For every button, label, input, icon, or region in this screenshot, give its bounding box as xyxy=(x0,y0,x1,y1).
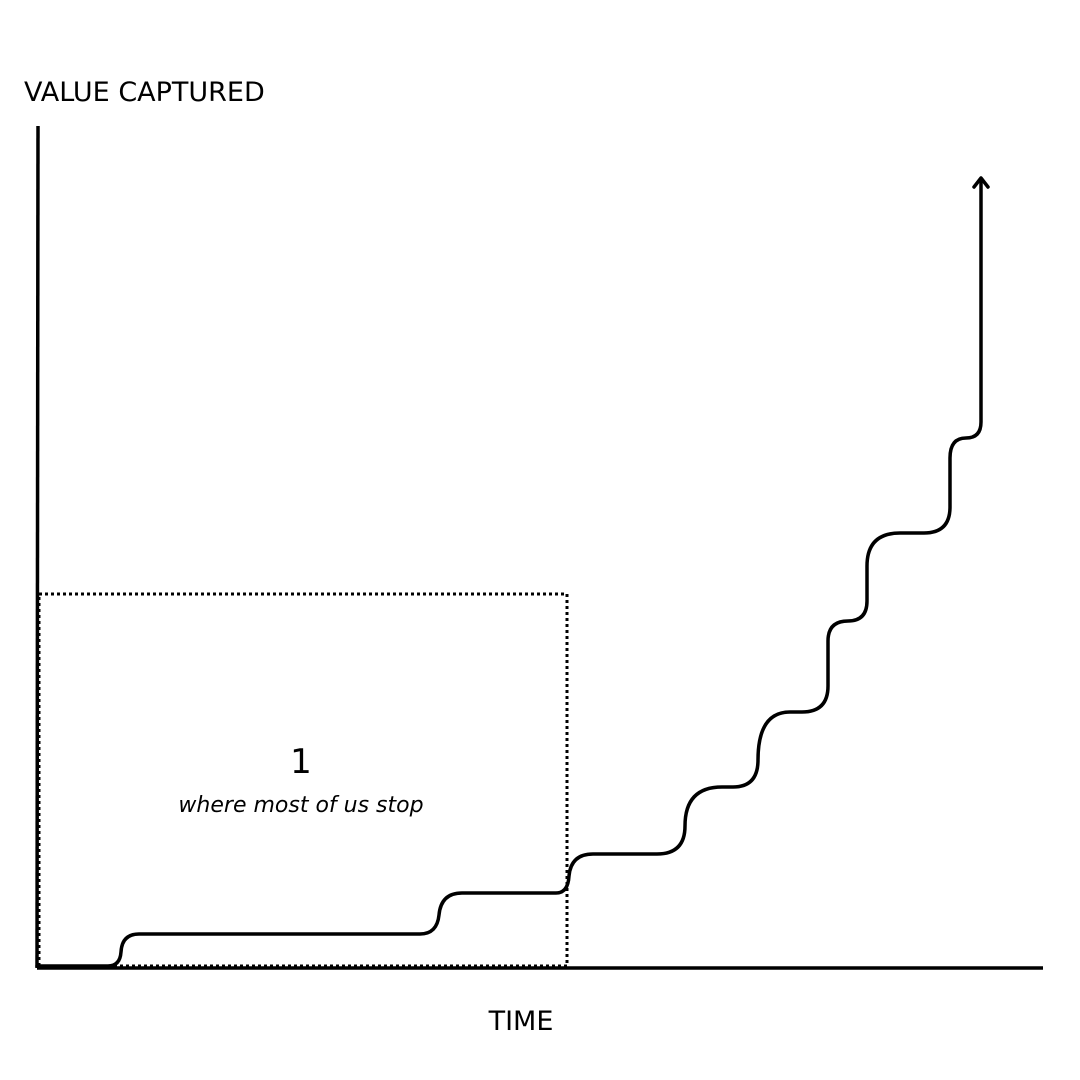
arrow-up-icon xyxy=(972,176,990,189)
growth-curve xyxy=(35,178,983,968)
stop-zone-box xyxy=(37,592,569,968)
y-axis-label: VALUE CAPTURED xyxy=(24,77,265,108)
y-axis-line xyxy=(35,125,40,969)
zone-caption: where most of us stop xyxy=(178,793,423,818)
x-axis-label: TIME xyxy=(488,1006,554,1037)
zone-number: 1 xyxy=(290,742,312,782)
